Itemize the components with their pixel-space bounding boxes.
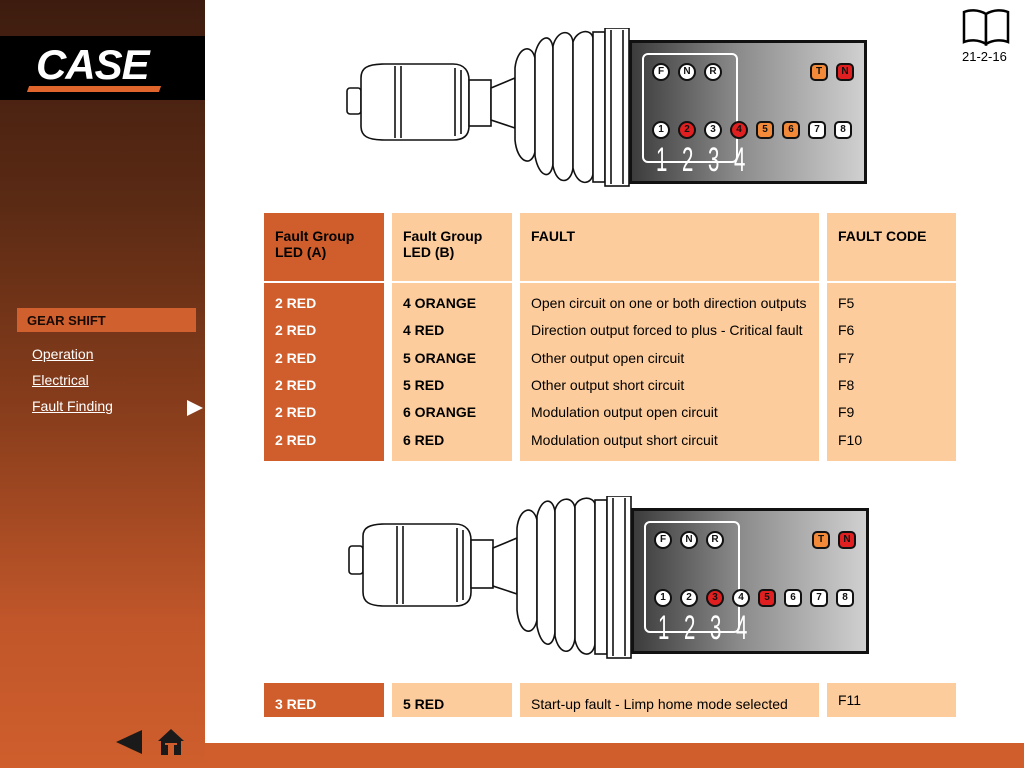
- row4-led-b: 5 RED: [403, 377, 445, 393]
- joystick-lever-2: [348, 496, 632, 659]
- row3-led-b: 5 ORANGE: [403, 350, 477, 366]
- col-led-a: [264, 683, 384, 717]
- page-number: 21-2-16: [962, 49, 1007, 64]
- led-panel-2: F N R T N 1 2 3 4 5 6 7 8 1 2 3 4: [631, 508, 869, 654]
- row4-fault: Other output short circuit: [531, 377, 685, 393]
- header-fault: FAULT: [531, 228, 576, 244]
- led-8: 8: [834, 121, 852, 139]
- led-5: 5: [756, 121, 774, 139]
- header-led-b: Fault Group LED (B): [403, 228, 483, 260]
- row1-led-a: 2 RED: [275, 295, 317, 311]
- led-4: 4: [732, 589, 750, 607]
- led-f: F: [652, 63, 670, 81]
- joystick-diagram-1: F N R T N 1 2 3 4 5 6 7 8 1 2 3 4: [345, 28, 867, 188]
- led-t: T: [812, 531, 830, 549]
- row2-led-b: 4 RED: [403, 322, 445, 338]
- section-badge: GEAR SHIFT: [17, 308, 196, 332]
- home-icon[interactable]: [157, 728, 185, 756]
- row2-fault: Direction output forced to plus - Critic…: [531, 322, 803, 338]
- row2-code: F6: [838, 322, 855, 338]
- led-3: 3: [706, 589, 724, 607]
- gear-label-2: 2: [682, 141, 694, 179]
- led-r: R: [704, 63, 722, 81]
- panel-notch: [644, 521, 740, 633]
- joystick-lever-1: [346, 28, 630, 187]
- led-t: T: [810, 63, 828, 81]
- led-n-right: N: [836, 63, 854, 81]
- manual-book-icon[interactable]: [962, 8, 1010, 46]
- nav-link-operation[interactable]: Operation: [32, 346, 94, 362]
- col-led-b: [392, 213, 512, 461]
- row6-led-b: 6 RED: [403, 432, 445, 448]
- led-1: 1: [654, 589, 672, 607]
- nav-link-electrical[interactable]: Electrical: [32, 372, 89, 388]
- gear-label-4: 4: [734, 141, 746, 179]
- led-f: F: [654, 531, 672, 549]
- led-8: 8: [836, 589, 854, 607]
- row-led-b: 5 RED: [403, 696, 445, 712]
- section-title: GEAR SHIFT: [27, 313, 106, 328]
- row3-code: F7: [838, 350, 855, 366]
- led-7: 7: [808, 121, 826, 139]
- row2-led-a: 2 RED: [275, 322, 317, 338]
- col-fault: [520, 213, 819, 461]
- led-4: 4: [730, 121, 748, 139]
- header-led-a: Fault Group LED (A): [275, 228, 355, 260]
- led-3: 3: [704, 121, 722, 139]
- led-1: 1: [652, 121, 670, 139]
- gear-label-2: 2: [684, 609, 696, 647]
- row6-led-a: 2 RED: [275, 432, 317, 448]
- led-n-right: N: [838, 531, 856, 549]
- led-n: N: [680, 531, 698, 549]
- row5-led-b: 6 ORANGE: [403, 404, 477, 420]
- row1-fault: Open circuit on one or both direction ou…: [531, 295, 807, 311]
- col-fault-code: [827, 213, 956, 461]
- joystick-diagram-2: F N R T N 1 2 3 4 5 6 7 8 1 2 3 4: [345, 496, 869, 660]
- logo-bar: CASE: [0, 36, 205, 100]
- col-fault-code: [827, 683, 956, 717]
- led-n: N: [678, 63, 696, 81]
- nav-link-fault-finding[interactable]: Fault Finding: [32, 398, 113, 414]
- sidebar: CASE GEAR SHIFT Operation Electrical Fau…: [0, 0, 205, 768]
- back-arrow-icon[interactable]: [115, 729, 143, 755]
- col-led-b: [392, 683, 512, 717]
- gear-label-1: 1: [656, 141, 668, 179]
- led-6: 6: [782, 121, 800, 139]
- gear-label-3: 3: [708, 141, 720, 179]
- row1-led-b: 4 ORANGE: [403, 295, 477, 311]
- gear-label-3: 3: [710, 609, 722, 647]
- col-led-a: [264, 213, 384, 461]
- led-6: 6: [784, 589, 802, 607]
- row-code: F11: [838, 692, 862, 708]
- col-fault: [520, 683, 819, 717]
- current-page-arrow-icon: [187, 400, 203, 416]
- row-fault: Start-up fault - Limp home mode selected: [531, 696, 788, 712]
- row5-led-a: 2 RED: [275, 404, 317, 420]
- row5-fault: Modulation output open circuit: [531, 404, 718, 420]
- gear-label-1: 1: [658, 609, 670, 647]
- led-r: R: [706, 531, 724, 549]
- panel-notch: [642, 53, 738, 163]
- bottom-bar: [205, 743, 1024, 768]
- led-2: 2: [678, 121, 696, 139]
- row5-code: F9: [838, 404, 855, 420]
- row4-led-a: 2 RED: [275, 377, 317, 393]
- led-panel-1: F N R T N 1 2 3 4 5 6 7 8 1 2 3 4: [629, 40, 867, 184]
- row1-code: F5: [838, 295, 855, 311]
- row-led-a: 3 RED: [275, 696, 317, 712]
- led-2: 2: [680, 589, 698, 607]
- led-5: 5: [758, 589, 776, 607]
- row3-fault: Other output open circuit: [531, 350, 685, 366]
- row4-code: F8: [838, 377, 855, 393]
- logo-text: CASE: [36, 41, 150, 88]
- case-logo: CASE: [26, 41, 168, 94]
- gear-label-4: 4: [736, 609, 748, 647]
- led-7: 7: [810, 589, 828, 607]
- row6-code: F10: [838, 432, 863, 448]
- row3-led-a: 2 RED: [275, 350, 317, 366]
- header-fault-code: FAULT CODE: [838, 228, 927, 244]
- row6-fault: Modulation output short circuit: [531, 432, 718, 448]
